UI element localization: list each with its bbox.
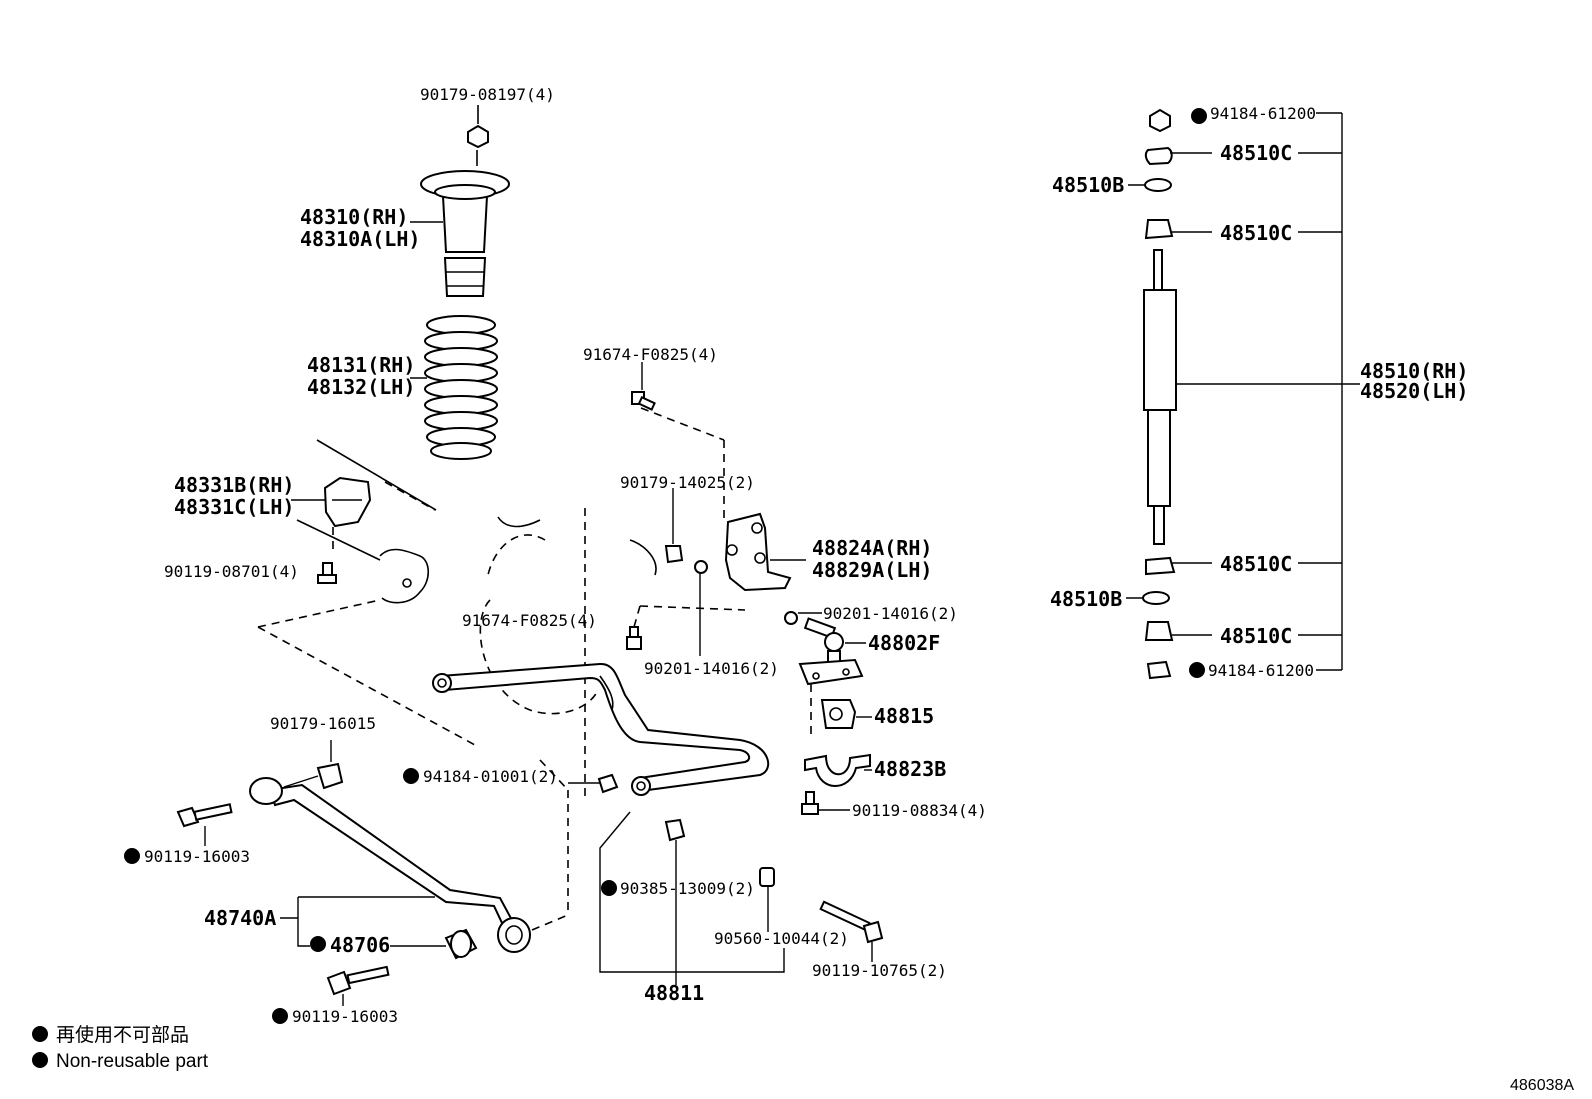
clip-90201-14016-b <box>784 611 822 625</box>
label-90119-16003-lower: 90119-16003 <box>292 1007 398 1026</box>
non-reusable-markers <box>32 768 617 1068</box>
label-91674-f0825-top: 91674-F0825(4) <box>583 345 718 364</box>
coil-spring <box>410 315 498 460</box>
label-48132-lh: 48132(LH) <box>307 375 415 399</box>
lower-link-bushing <box>664 818 686 985</box>
label-90119-08834: 90119-08834(4) <box>852 801 987 820</box>
bushing-90179-14025 <box>664 488 684 564</box>
label-48310-rh: 48310(RH) <box>300 205 408 229</box>
bracket-bolt-lower <box>626 605 642 650</box>
label-90201-14016-right: 90201-14016(2) <box>823 604 958 623</box>
label-94184-61200-bottom: 94184-61200 <box>1208 661 1314 680</box>
label-48510-rh: 48510(RH) <box>1360 359 1468 383</box>
label-48310a-lh: 48310A(LH) <box>300 227 420 251</box>
label-90560-10044: 90560-10044(2) <box>714 929 849 948</box>
label-48811: 48811 <box>644 981 704 1005</box>
legend-english-text: Non-reusable part <box>56 1051 209 1072</box>
label-94184-61200-top: 94184-61200 <box>1210 104 1316 123</box>
label-90179-14025: 90179-14025(2) <box>620 473 755 492</box>
label-90385-13009: 90385-13009(2) <box>620 879 755 898</box>
figure-code: 486038A <box>1510 1077 1574 1094</box>
lower-link-48811-bracket <box>599 811 785 973</box>
label-48331c-lh: 48331C(LH) <box>174 495 294 519</box>
bushing-bracket <box>804 753 872 787</box>
rod-bolt-lower <box>326 965 390 1006</box>
spring-upper-insulator <box>410 150 510 297</box>
bracket-bolt-upper <box>631 362 656 411</box>
label-48824a-rh: 48824A(RH) <box>812 536 932 560</box>
label-48740a: 48740A <box>204 906 276 930</box>
label-91674-f0825-mid: 91674-F0825(4) <box>462 611 597 630</box>
label-48510c-3: 48510C <box>1220 552 1292 576</box>
label-48510c-1: 48510C <box>1220 141 1292 165</box>
label-90119-08701: 90119-08701(4) <box>164 562 299 581</box>
lower-link-collar <box>759 867 775 932</box>
label-48520-lh: 48520(LH) <box>1360 379 1468 403</box>
label-48706: 48706 <box>330 933 390 957</box>
rod-bolt-upper <box>176 803 233 846</box>
link-48802f <box>798 617 866 686</box>
label-94184-01001: 94184-01001(2) <box>423 767 558 786</box>
clip-90201-14016-a <box>694 560 708 656</box>
label-90179-08197: 90179-08197(4) <box>420 85 555 104</box>
label-48510c-2: 48510C <box>1220 221 1292 245</box>
label-90119-16003-upper: 90119-16003 <box>144 847 250 866</box>
lower-link-bolt <box>819 900 884 962</box>
label-48802f: 48802F <box>868 631 940 655</box>
label-90119-10765: 90119-10765(2) <box>812 961 947 980</box>
bump-stopper <box>291 476 372 553</box>
part-labels: 90179-08197(4) 48310(RH) 48310A(LH) 4813… <box>144 85 1468 1026</box>
label-48815: 48815 <box>874 704 934 728</box>
label-90179-16015: 90179-16015 <box>270 714 376 733</box>
upper-nut <box>467 105 489 149</box>
rod-bushing-90179-16015 <box>283 740 344 790</box>
label-48829a-lh: 48829A(LH) <box>812 558 932 582</box>
shock-absorber-assembly <box>1126 108 1360 680</box>
lateral-control-rod <box>249 777 531 953</box>
frame-outline <box>257 439 746 931</box>
label-48823b: 48823B <box>874 757 946 781</box>
label-48510b-2: 48510B <box>1050 587 1122 611</box>
legend-japanese-text: 再使用不可部品 <box>56 1024 189 1046</box>
label-48331b-rh: 48331B(RH) <box>174 473 294 497</box>
label-90201-14016-center: 90201-14016(2) <box>644 659 779 678</box>
legend: 再使用不可部品 Non-reusable part <box>56 1024 209 1072</box>
lower-link-nut <box>568 773 619 794</box>
stabilizer-bracket <box>640 407 806 592</box>
label-48510b-1: 48510B <box>1052 173 1124 197</box>
stabilizer-bar <box>432 662 770 796</box>
bump-stopper-bolt <box>317 562 337 584</box>
bushing-bracket-bolt <box>801 791 850 815</box>
rod-48740a-bracket <box>280 896 435 947</box>
label-48131-rh: 48131(RH) <box>307 353 415 377</box>
rod-bushing-48706 <box>390 928 478 960</box>
label-48510c-4: 48510C <box>1220 624 1292 648</box>
stabilizer-bushing <box>810 684 872 740</box>
